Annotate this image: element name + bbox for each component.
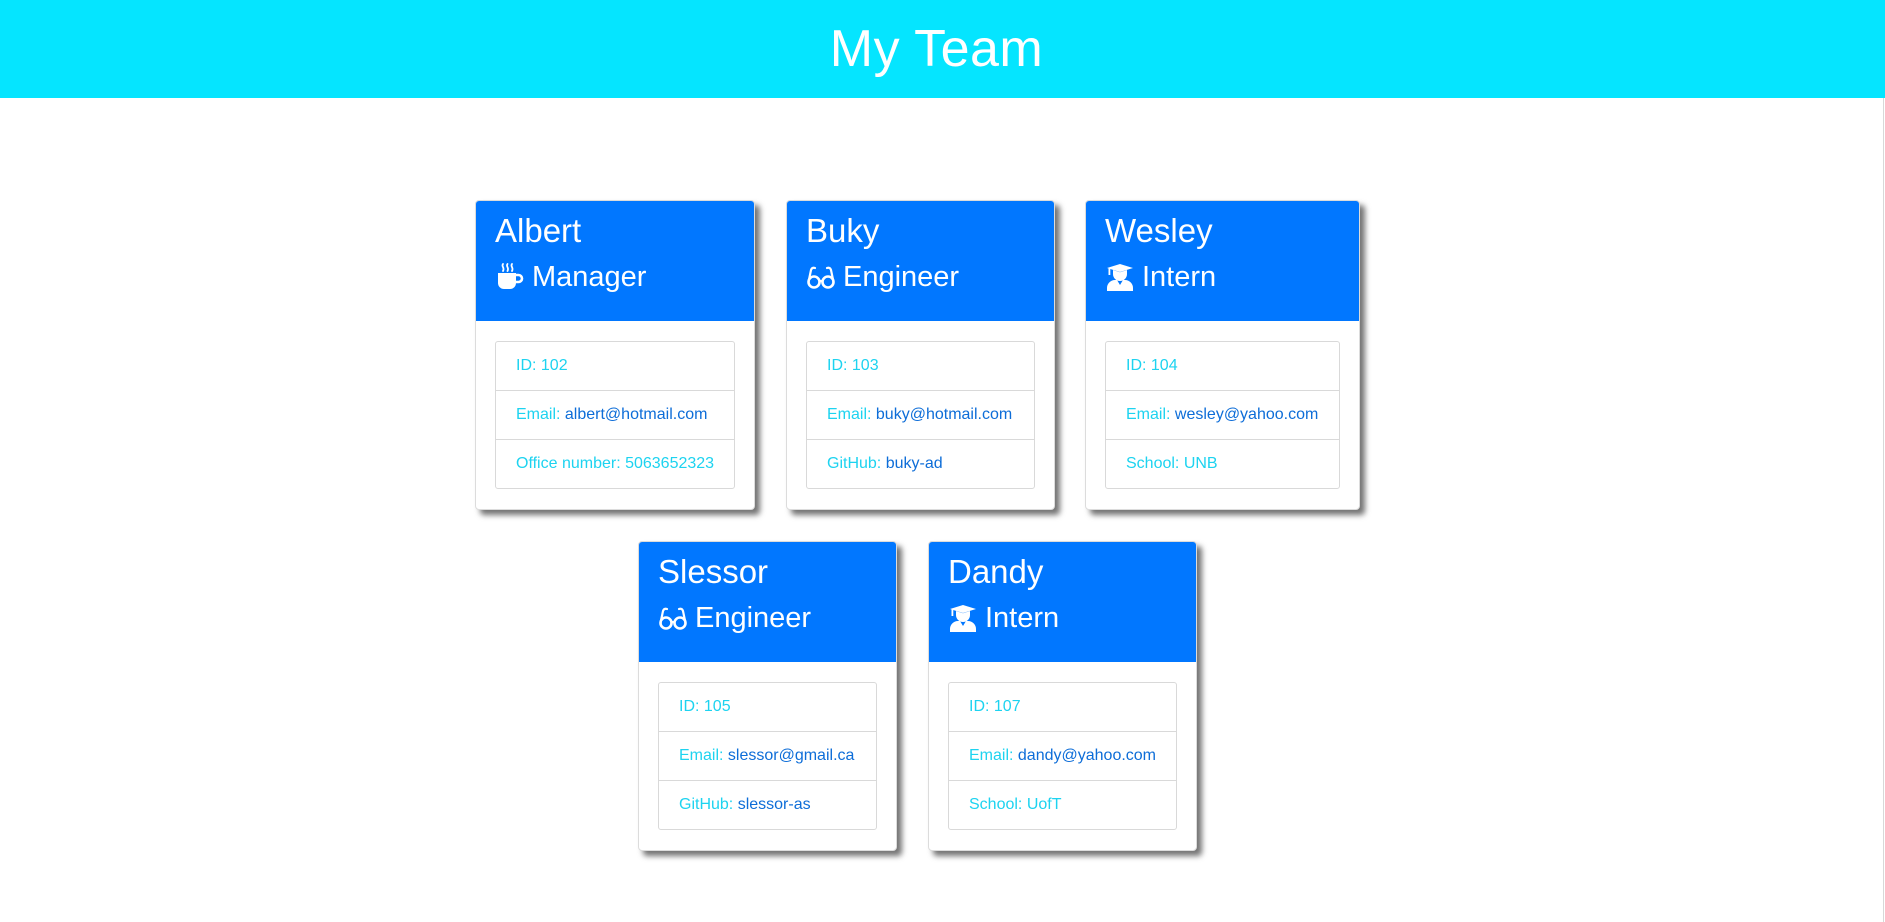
github-link[interactable]: slessor-as [737,796,811,813]
list-item-email: Email: buky@hotmail.com [807,391,1034,440]
employee-role: Intern [948,600,1196,636]
list-item-id: ID: 103 [807,342,1034,391]
scrollbar-track [1883,98,1884,922]
info-list: ID: 107 Email: dandy@yahoo.com School: U… [948,682,1177,830]
github-link[interactable]: buky-ad [885,455,943,472]
employee-card-wesley: Wesley Intern ID: 104 Email: wesley@yaho… [1085,200,1360,510]
card-body: ID: 103 Email: buky@hotmail.com GitHub: … [787,321,1054,509]
list-item-email: Email: dandy@yahoo.com [949,732,1176,781]
email-label: Email: [827,406,876,423]
list-item-id: ID: 105 [659,683,876,732]
graduate-icon [1105,262,1135,292]
glasses-icon [806,262,836,292]
employee-card-albert: Albert Manager ID: 102 Email: albert@hot… [475,200,755,510]
card-header: Wesley Intern [1086,201,1359,321]
github-label: GitHub: [679,796,738,813]
role-label: Intern [985,602,1060,634]
email-label: Email: [969,747,1018,764]
card-body: ID: 102 Email: albert@hotmail.com Office… [476,321,754,509]
employee-card-dandy: Dandy Intern ID: 107 Email: dandy@yahoo.… [928,541,1197,851]
employee-card-buky: Buky Engineer ID: 103 Email: buky@hotmai… [786,200,1055,510]
email-label: Email: [1126,406,1175,423]
employee-role: Engineer [658,600,896,636]
id-text: ID: 102 [516,357,568,374]
employee-name: Dandy [948,553,1044,590]
card-body: ID: 107 Email: dandy@yahoo.com School: U… [929,662,1196,850]
list-item-github: GitHub: buky-ad [807,440,1034,488]
list-item-office: Office number: 5063652323 [496,440,734,488]
list-item-email: Email: slessor@gmail.ca [659,732,876,781]
id-text: ID: 103 [827,357,879,374]
info-list: ID: 102 Email: albert@hotmail.com Office… [495,341,735,489]
card-header: Dandy Intern [929,542,1196,662]
role-label: Engineer [843,261,960,293]
list-item-id: ID: 104 [1106,342,1339,391]
coffee-icon [495,262,525,292]
employee-role: Engineer [806,259,1054,295]
github-label: GitHub: [827,455,886,472]
list-item-id: ID: 107 [949,683,1176,732]
role-label: Intern [1142,261,1217,293]
list-item-id: ID: 102 [496,342,734,391]
info-list: ID: 103 Email: buky@hotmail.com GitHub: … [806,341,1035,489]
id-text: ID: 107 [969,698,1021,715]
id-text: ID: 105 [679,698,731,715]
employee-card-slessor: Slessor Engineer ID: 105 Email: slessor@… [638,541,897,851]
list-item-email: Email: albert@hotmail.com [496,391,734,440]
employee-name: Buky [806,212,880,249]
email-link[interactable]: wesley@yahoo.com [1174,406,1319,423]
email-label: Email: [679,747,728,764]
employee-role: Intern [1105,259,1359,295]
card-body: ID: 105 Email: slessor@gmail.ca GitHub: … [639,662,896,850]
card-header: Albert Manager [476,201,754,321]
email-link[interactable]: albert@hotmail.com [564,406,708,423]
employee-name: Slessor [658,553,769,590]
employee-name: Albert [495,212,582,249]
id-text: ID: 104 [1126,357,1178,374]
info-list: ID: 104 Email: wesley@yahoo.com School: … [1105,341,1340,489]
card-header: Slessor Engineer [639,542,896,662]
employee-name: Wesley [1105,212,1213,249]
email-link[interactable]: slessor@gmail.ca [727,747,855,764]
glasses-icon [658,603,688,633]
email-label: Email: [516,406,565,423]
school-text: School: UofT [969,796,1062,813]
email-link[interactable]: buky@hotmail.com [875,406,1013,423]
page-title: My Team [829,20,1044,78]
list-item-github: GitHub: slessor-as [659,781,876,829]
role-label: Manager [532,261,647,293]
graduate-icon [948,603,978,633]
list-item-email: Email: wesley@yahoo.com [1106,391,1339,440]
page-header: My Team [0,0,1885,98]
list-item-school: School: UNB [1106,440,1339,488]
list-item-school: School: UofT [949,781,1176,829]
email-link[interactable]: dandy@yahoo.com [1017,747,1157,764]
card-header: Buky Engineer [787,201,1054,321]
employee-role: Manager [495,259,754,295]
school-text: School: UNB [1126,455,1218,472]
card-body: ID: 104 Email: wesley@yahoo.com School: … [1086,321,1359,509]
role-label: Engineer [695,602,812,634]
info-list: ID: 105 Email: slessor@gmail.ca GitHub: … [658,682,877,830]
office-number-text: Office number: 5063652323 [516,455,715,472]
